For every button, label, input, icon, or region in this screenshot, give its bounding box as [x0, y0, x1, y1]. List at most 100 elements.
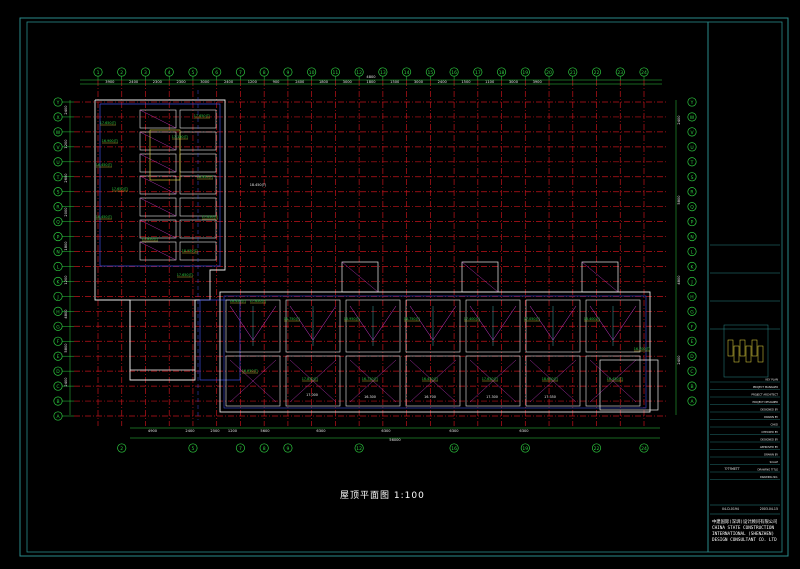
left-axis-label: C [56, 384, 59, 390]
key-plan-frame [723, 324, 769, 378]
unit-lower [225, 355, 281, 407]
company-cn: 中建国际(深圳)设计顾问有限公司 [712, 520, 778, 525]
left-dim-value: 2400 [64, 377, 68, 387]
left-axis-label: A [56, 414, 60, 420]
tb-row-label-en: PROJECT DESIGNER [753, 400, 779, 404]
right-dim-value: 4800 [677, 275, 681, 285]
top-dim-value: 3000 [509, 80, 519, 84]
left-dim-value: 2000 [64, 207, 68, 217]
left-axis-circle [53, 306, 63, 316]
roof-slope-lower [229, 359, 277, 403]
right-axis-circle [687, 172, 697, 182]
left-axis-circle [53, 366, 63, 376]
left-room [139, 219, 177, 239]
tb-row-label-en: PROJECT ARCHITECT [751, 393, 778, 397]
right-axis-label: S [691, 175, 694, 181]
bottom-dim-value: 5600 [260, 429, 270, 433]
right-axis-label: D [690, 354, 694, 360]
small-elevation-label: 16.300 [364, 395, 376, 399]
left-axis-label: E [57, 354, 60, 360]
top-axis-circle [117, 67, 127, 77]
right-axis-circle [687, 157, 697, 167]
unit-lower [525, 355, 581, 407]
right-axis-circle [687, 112, 697, 122]
right-axis-circle [687, 261, 697, 272]
tb-row-label-en: DRAWN BY [764, 453, 778, 457]
top-axis-label: 8 [263, 70, 266, 76]
top-dim-value: 1100 [485, 80, 495, 84]
elevation-label: 17.400(T) [464, 317, 481, 321]
top-axis-label: 18 [499, 70, 505, 76]
elevation-label: 17.650(T) [482, 377, 499, 381]
left-axis-circle [53, 172, 63, 182]
right-axis-label: Q [690, 205, 694, 211]
slope-line [139, 197, 177, 217]
left-dim-value: 2400 [64, 105, 68, 115]
right-axis-label: V [690, 130, 694, 136]
slope-line [139, 241, 177, 261]
top-axis-circle [164, 67, 174, 77]
bottom-axis-circle [283, 443, 293, 453]
unit-upper [345, 299, 401, 353]
tb-row-label-en: KEY PLAN [765, 378, 778, 382]
tb-job-no: 04-D-0194 [722, 507, 739, 511]
top-axis-label: 7 [239, 70, 242, 76]
right-axis-label: U [690, 145, 693, 151]
left-axis-circle [53, 157, 63, 167]
bottom-axis-label: 19 [522, 446, 528, 452]
top-axis-label: 4 [168, 70, 171, 76]
bottom-axis-circle [235, 443, 245, 453]
top-axis-circle [639, 67, 649, 77]
bottom-dim-value: 6300 [316, 429, 326, 433]
elevation-label: 17.050(T) [524, 317, 541, 321]
top-dim-value: 3000 [414, 80, 424, 84]
left-axis-circle [53, 202, 63, 212]
unit-lower [285, 355, 341, 407]
right-axis-label: N [690, 235, 693, 241]
stair-tower [461, 261, 499, 293]
right-axis-label: E [691, 339, 694, 345]
left-room [139, 109, 177, 129]
right-axis-label: K [691, 264, 695, 270]
stair-tower-diag [341, 261, 379, 293]
right-axis-circle [687, 396, 697, 406]
right-dim-value: 2400 [677, 115, 681, 125]
small-elevation-label: 18.450(T) [250, 183, 267, 187]
bottom-axis-label: 7 [239, 446, 242, 452]
top-axis-circle [402, 67, 412, 77]
lower-left-wing [129, 299, 196, 371]
bottom-axis-circle [354, 443, 364, 453]
elevation-label: 16.750(T) [362, 377, 379, 381]
elevation-label: 16.950(T) [242, 369, 259, 373]
elevation-label: 17.850(T) [302, 377, 319, 381]
inner-frame [26, 21, 783, 553]
left-room [139, 131, 177, 151]
company-en-1: CHINA STATE CONSTRUCTION [712, 526, 775, 531]
elevation-label: 17.650(T) [112, 187, 129, 191]
top-axis-circle [568, 67, 578, 77]
bottom-axis-label: 24 [641, 446, 647, 452]
elevation-label: 16.700(T) [634, 347, 651, 351]
company-en-2: INTERNATIONAL (SHENZHEN) [712, 532, 775, 537]
key-plan-block [739, 339, 746, 357]
top-axis-label: 15 [427, 70, 433, 76]
right-axis-circle [687, 187, 697, 197]
bottom-dim-value: 2500 [210, 429, 220, 433]
top-axis-circle [283, 67, 293, 77]
left-axis-circle [53, 97, 63, 107]
top-dim-total: 4800 [366, 75, 376, 79]
small-elevation-label: 16.700 [424, 395, 436, 399]
left-axis-circle [53, 187, 63, 197]
unit-lower [345, 355, 401, 407]
left-dim-value: 4800 [64, 309, 68, 319]
key-plan-block [757, 345, 764, 363]
top-axis-label: 5 [192, 70, 195, 76]
top-axis-label: 3 [144, 70, 147, 76]
top-dim-value: 3000 [343, 80, 353, 84]
right-axis-circle [687, 366, 697, 376]
top-axis-circle [235, 67, 245, 77]
